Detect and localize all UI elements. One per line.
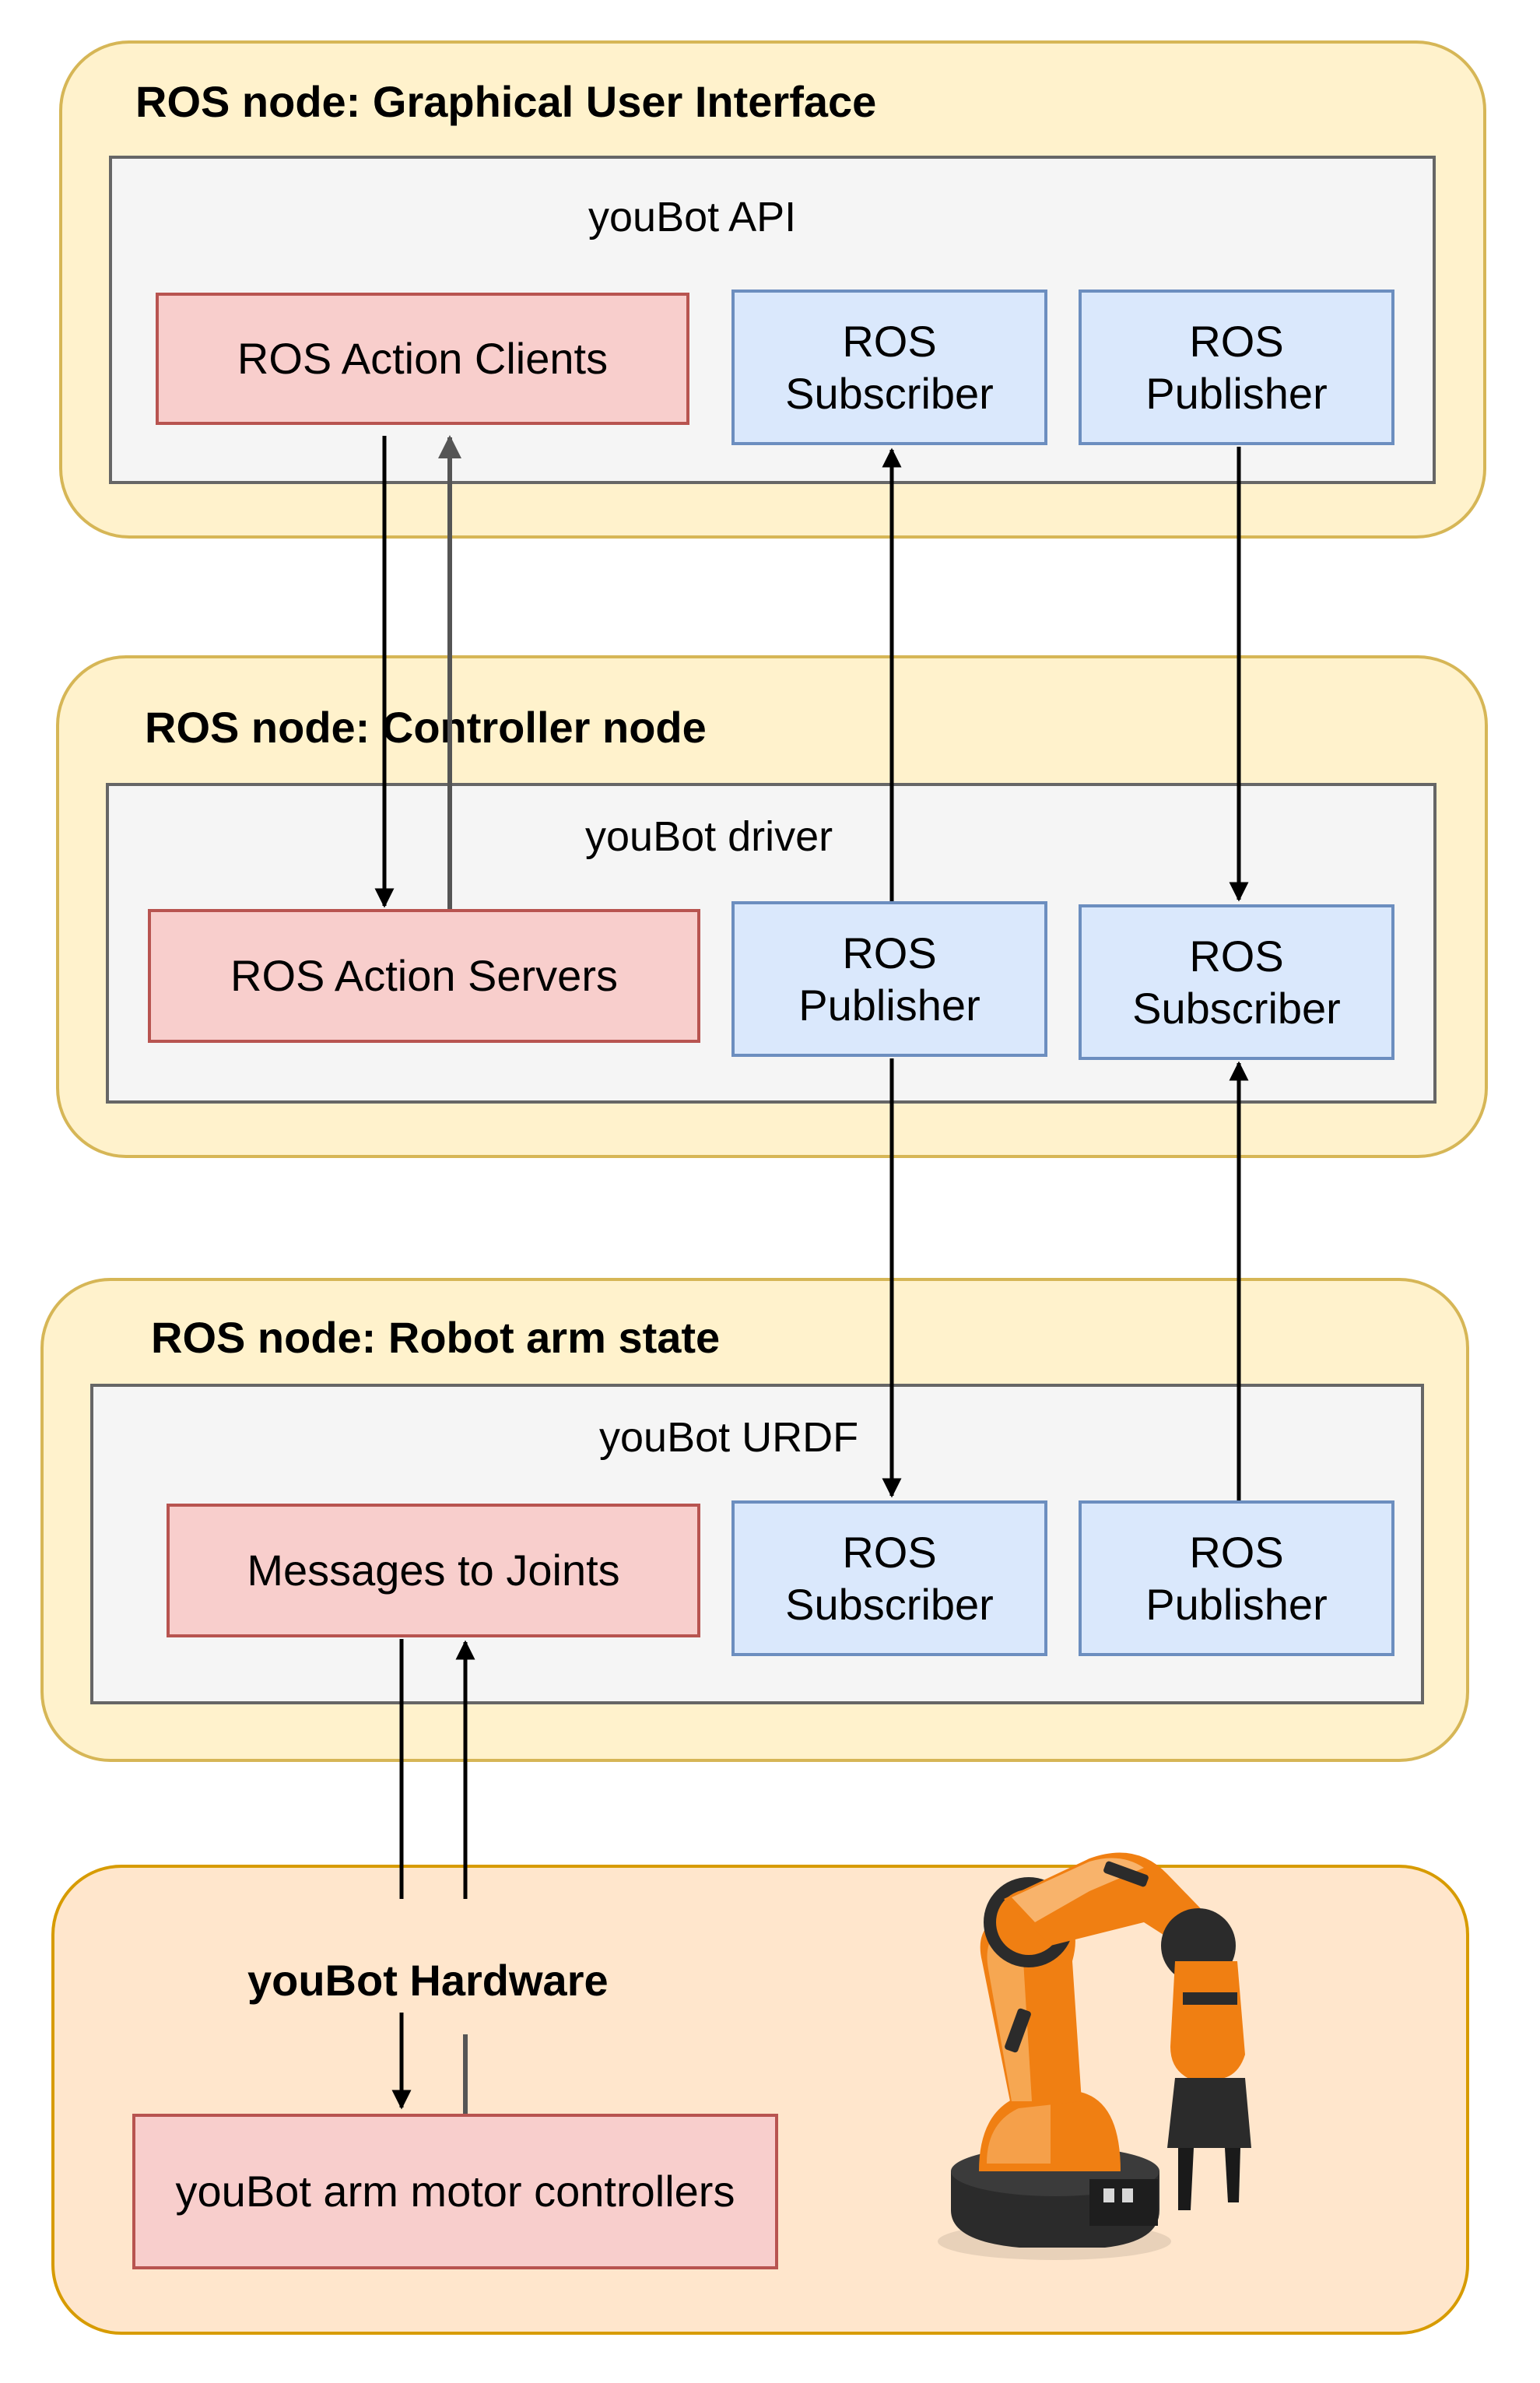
ros-action-servers: ROS Action Servers — [148, 909, 700, 1043]
youbot-driver-title: youBot driver — [585, 813, 833, 860]
ros-action-servers-label: ROS Action Servers — [230, 951, 618, 1001]
gui-ros-publisher-label: ROS Publisher — [1145, 316, 1328, 418]
messages-to-joints: Messages to Joints — [167, 1504, 700, 1637]
gui-node-title: ROS node: Graphical User Interface — [135, 77, 877, 126]
arm-motor-controllers: youBot arm motor controllers — [132, 2114, 778, 2269]
hardware-title: youBot Hardware — [247, 1956, 609, 2005]
gui-ros-publisher: ROS Publisher — [1079, 290, 1394, 445]
messages-to-joints-label: Messages to Joints — [247, 1546, 620, 1595]
arm-state-node-title: ROS node: Robot arm state — [151, 1313, 721, 1362]
controller-ros-subscriber: ROS Subscriber — [1079, 904, 1394, 1060]
youbot-urdf-title: youBot URDF — [599, 1414, 859, 1461]
gui-ros-subscriber-label: ROS Subscriber — [785, 316, 994, 418]
ros-action-clients-label: ROS Action Clients — [237, 334, 609, 384]
arm-state-ros-publisher: ROS Publisher — [1079, 1500, 1394, 1656]
controller-ros-subscriber-label: ROS Subscriber — [1132, 931, 1341, 1033]
controller-node-title: ROS node: Controller node — [145, 703, 707, 752]
controller-ros-publisher-label: ROS Publisher — [798, 928, 980, 1030]
youbot-api-title: youBot API — [588, 194, 797, 240]
arm-state-ros-subscriber: ROS Subscriber — [731, 1500, 1047, 1656]
arm-motor-controllers-label: youBot arm motor controllers — [175, 2167, 735, 2216]
arm-state-ros-publisher-label: ROS Publisher — [1145, 1527, 1328, 1629]
controller-ros-publisher: ROS Publisher — [731, 901, 1047, 1057]
ros-action-clients: ROS Action Clients — [156, 293, 689, 425]
arm-state-ros-subscriber-label: ROS Subscriber — [785, 1527, 994, 1629]
gui-ros-subscriber: ROS Subscriber — [731, 290, 1047, 445]
